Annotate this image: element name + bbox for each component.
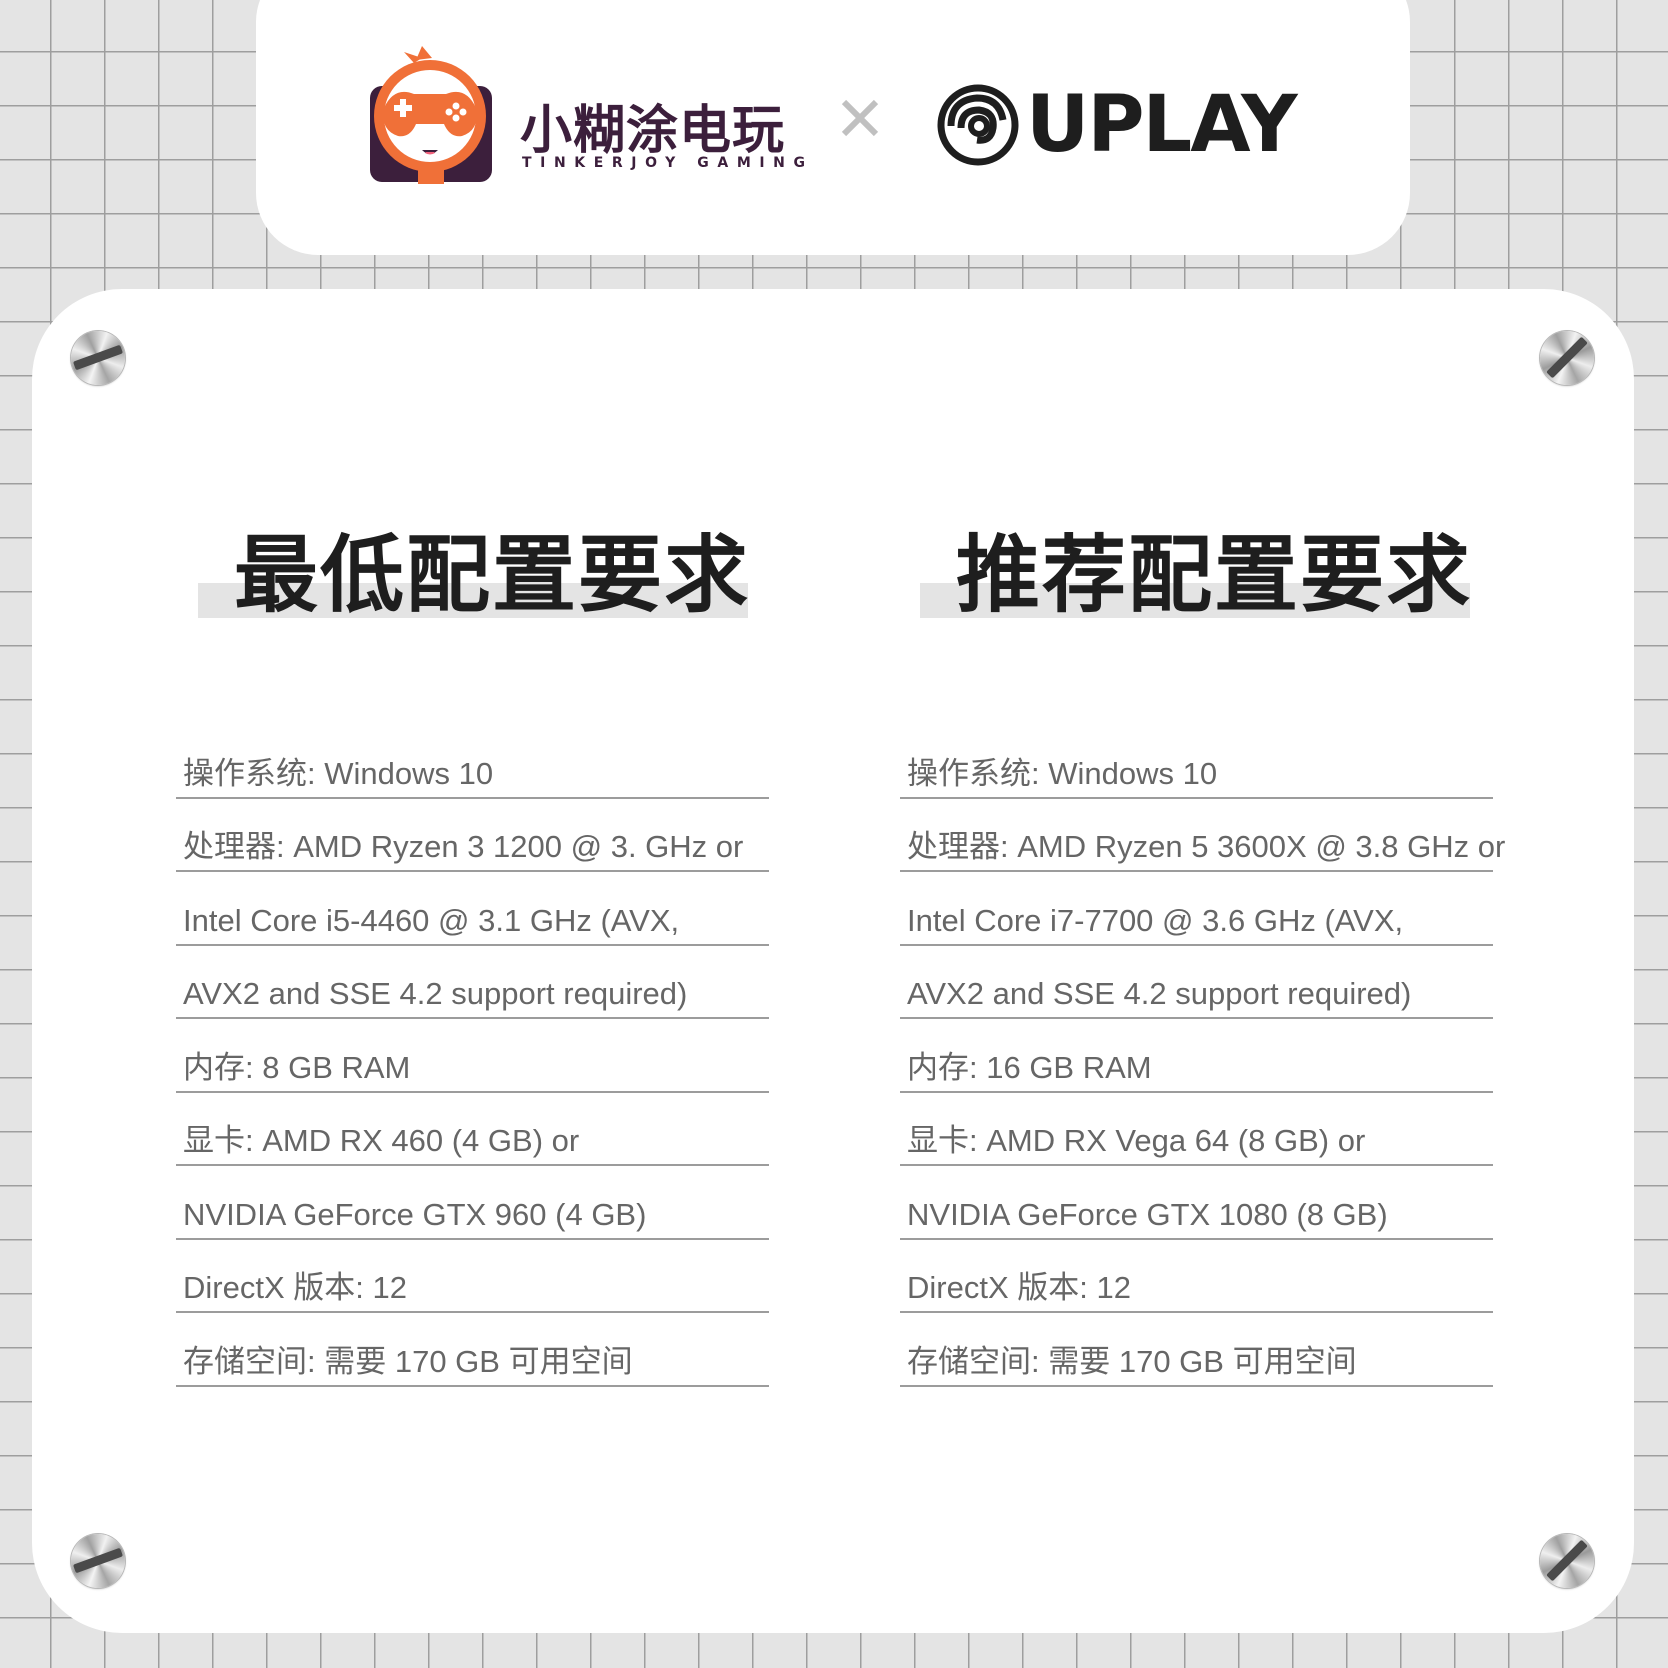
screw-icon [71,331,125,385]
spec-row: AVX2 and SSE 4.2 support required) [900,946,1493,1019]
spec-row: NVIDIA GeForce GTX 960 (4 GB) [176,1166,769,1240]
spec-cpu-alt: Intel Core i5-4460 @ 3.1 GHz (AVX, [183,902,680,938]
recommended-specs-list: 操作系统: Windows 10 处理器: AMD Ryzen 5 3600X … [900,725,1505,1387]
spec-row: Intel Core i5-4460 @ 3.1 GHz (AVX, [176,872,769,946]
spec-cpu: 处理器: AMD Ryzen 5 3600X @ 3.8 GHz or [907,829,1506,864]
spec-ram: 内存: 8 GB RAM [183,1049,411,1085]
spec-row: Intel Core i7-7700 @ 3.6 GHz (AVX, [900,872,1493,946]
recommended-requirements-heading: 推荐配置要求 [920,520,1472,630]
spec-directx: DirectX 版本: 12 [183,1270,407,1305]
spec-row: 显卡: AMD RX 460 (4 GB) or [176,1093,769,1166]
collaboration-x-icon [841,99,879,137]
spec-gpu-alt: NVIDIA GeForce GTX 1080 (8 GB) [907,1196,1388,1232]
screw-icon [71,1534,125,1588]
recommended-requirements-title: 推荐配置要求 [956,526,1473,624]
brand-name-english: TINKERJOY GAMING [522,155,814,171]
spec-os: 操作系统: Windows 10 [183,755,494,791]
heading-highlight-bar [920,583,1470,618]
ubisoft-swirl-logo-icon [937,84,1019,166]
screw-icon [1540,1534,1594,1588]
tinkerjoy-mascot-logo-icon [370,46,492,184]
heading-highlight-bar [198,583,748,618]
spec-row: 存储空间: 需要 170 GB 可用空间 [900,1313,1493,1387]
spec-gpu-alt: NVIDIA GeForce GTX 960 (4 GB) [183,1196,647,1232]
spec-storage: 存储空间: 需要 170 GB 可用空间 [183,1343,633,1379]
spec-row: 显卡: AMD RX Vega 64 (8 GB) or [900,1093,1493,1166]
spec-row: 存储空间: 需要 170 GB 可用空间 [176,1313,769,1387]
spec-cpu-alt: Intel Core i7-7700 @ 3.6 GHz (AVX, [907,902,1404,938]
spec-row: DirectX 版本: 12 [900,1240,1493,1313]
spec-row: AVX2 and SSE 4.2 support required) [176,946,769,1019]
minimum-specs-list: 操作系统: Windows 10 处理器: AMD Ryzen 3 1200 @… [176,725,769,1387]
spec-row: 操作系统: Windows 10 [900,725,1493,799]
spec-directx: DirectX 版本: 12 [907,1270,1131,1305]
brand-name-chinese: 小糊涂电玩 [520,101,786,161]
spec-row: 内存: 8 GB RAM [176,1019,769,1093]
spec-cpu-note: AVX2 and SSE 4.2 support required) [183,976,688,1011]
spec-storage: 存储空间: 需要 170 GB 可用空间 [907,1343,1357,1379]
spec-row: 内存: 16 GB RAM [900,1019,1493,1093]
spec-row: 操作系统: Windows 10 [176,725,769,799]
spec-gpu: 显卡: AMD RX 460 (4 GB) or [183,1123,580,1158]
spec-ram: 内存: 16 GB RAM [907,1049,1152,1085]
screw-icon [1540,331,1594,385]
uplay-wordmark: UPLAY [1026,80,1298,170]
minimum-requirements-title: 最低配置要求 [234,526,751,624]
specs-card [32,289,1634,1633]
spec-row: 处理器: AMD Ryzen 5 3600X @ 3.8 GHz or [900,799,1505,872]
minimum-requirements-heading: 最低配置要求 [198,520,750,630]
spec-row: 处理器: AMD Ryzen 3 1200 @ 3. GHz or [176,799,769,872]
spec-cpu-note: AVX2 and SSE 4.2 support required) [907,976,1412,1011]
spec-cpu: 处理器: AMD Ryzen 3 1200 @ 3. GHz or [183,829,744,864]
spec-row: NVIDIA GeForce GTX 1080 (8 GB) [900,1166,1493,1240]
spec-row: DirectX 版本: 12 [176,1240,769,1313]
spec-gpu: 显卡: AMD RX Vega 64 (8 GB) or [907,1123,1366,1158]
spec-os: 操作系统: Windows 10 [907,755,1218,791]
